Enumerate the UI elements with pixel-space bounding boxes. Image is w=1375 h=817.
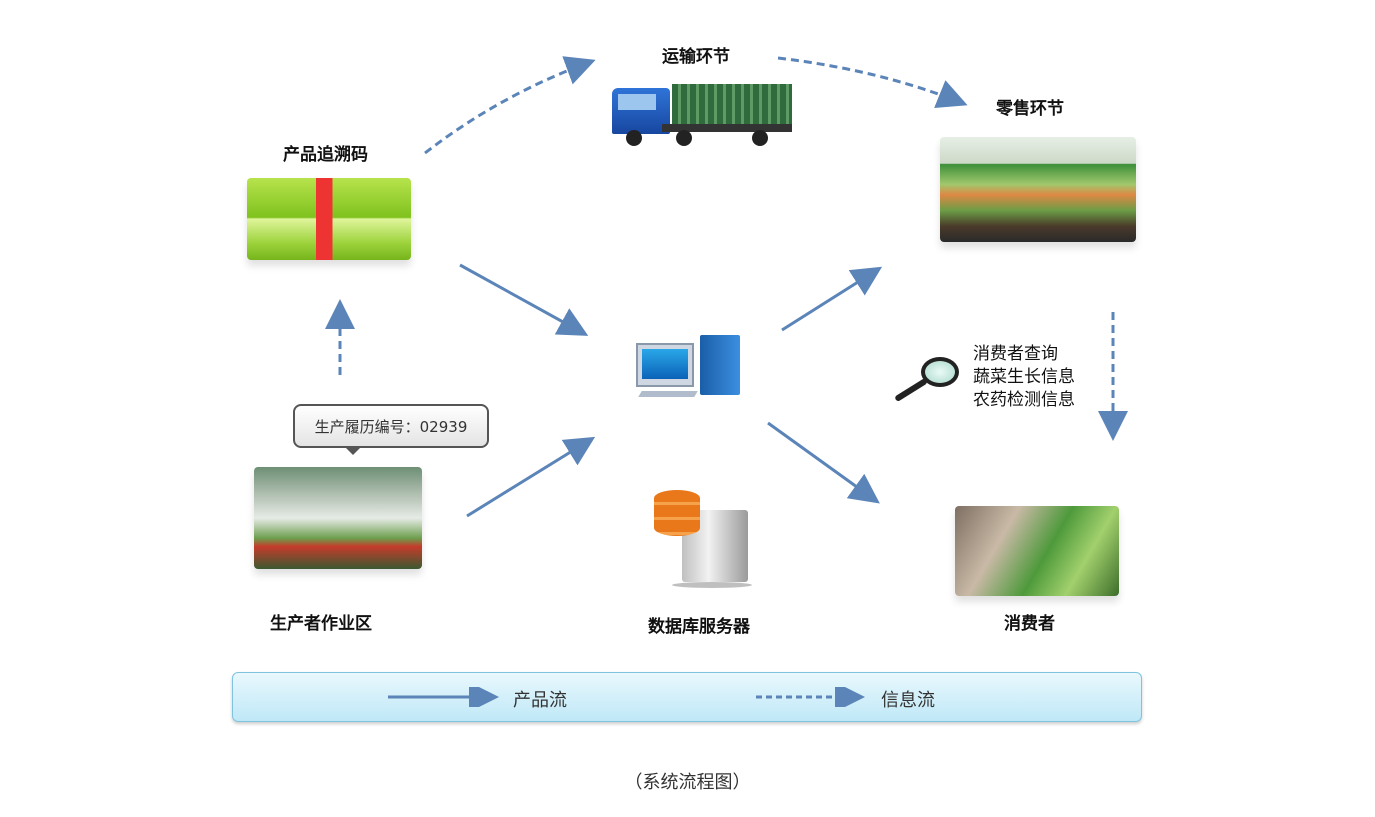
legend-product-flow: 产品流 (513, 690, 567, 711)
info-arrow-trace-to-transport (424, 56, 596, 155)
truck-image (612, 80, 792, 150)
legend: 产品流 信息流 (232, 672, 1142, 722)
consumer-label: 消费者 (1004, 614, 1055, 634)
consumer-photo (955, 506, 1119, 596)
database-server-icon (652, 490, 752, 590)
computer-icon (636, 335, 742, 405)
info-arrow-transport-to-retail (777, 56, 968, 108)
retail-store-photo (940, 137, 1136, 242)
legend-info-flow: 信息流 (881, 690, 935, 711)
trace-code-label: 产品追溯码 (283, 145, 368, 165)
solid-arrow-legend-icon (388, 687, 499, 707)
arrow-server-to-retail (781, 266, 883, 332)
arrow-server-to-consumer (767, 421, 880, 504)
transport-label: 运输环节 (662, 47, 730, 67)
db-server-label: 数据库服务器 (648, 617, 750, 637)
arrow-producer-to-server (466, 436, 596, 518)
query-line: 消费者查询 (973, 344, 1058, 364)
figure-caption: （系统流程图） (624, 772, 751, 793)
arrow-trace-to-server (459, 263, 589, 336)
production-record-callout: 生产履历编号：02939 (293, 404, 489, 455)
magnifier-icon (893, 355, 963, 405)
producer-work-area-photo (254, 467, 422, 569)
query-line: 农药检测信息 (973, 390, 1075, 410)
producer-label: 生产者作业区 (270, 614, 372, 634)
retail-label: 零售环节 (996, 99, 1064, 119)
query-line: 蔬菜生长信息 (973, 367, 1075, 387)
consumer-query-text: 消费者查询 蔬菜生长信息 农药检测信息 (973, 343, 1075, 412)
bitter-melon-trace-code-photo (247, 178, 411, 260)
dashed-arrow-legend-icon (756, 687, 865, 707)
